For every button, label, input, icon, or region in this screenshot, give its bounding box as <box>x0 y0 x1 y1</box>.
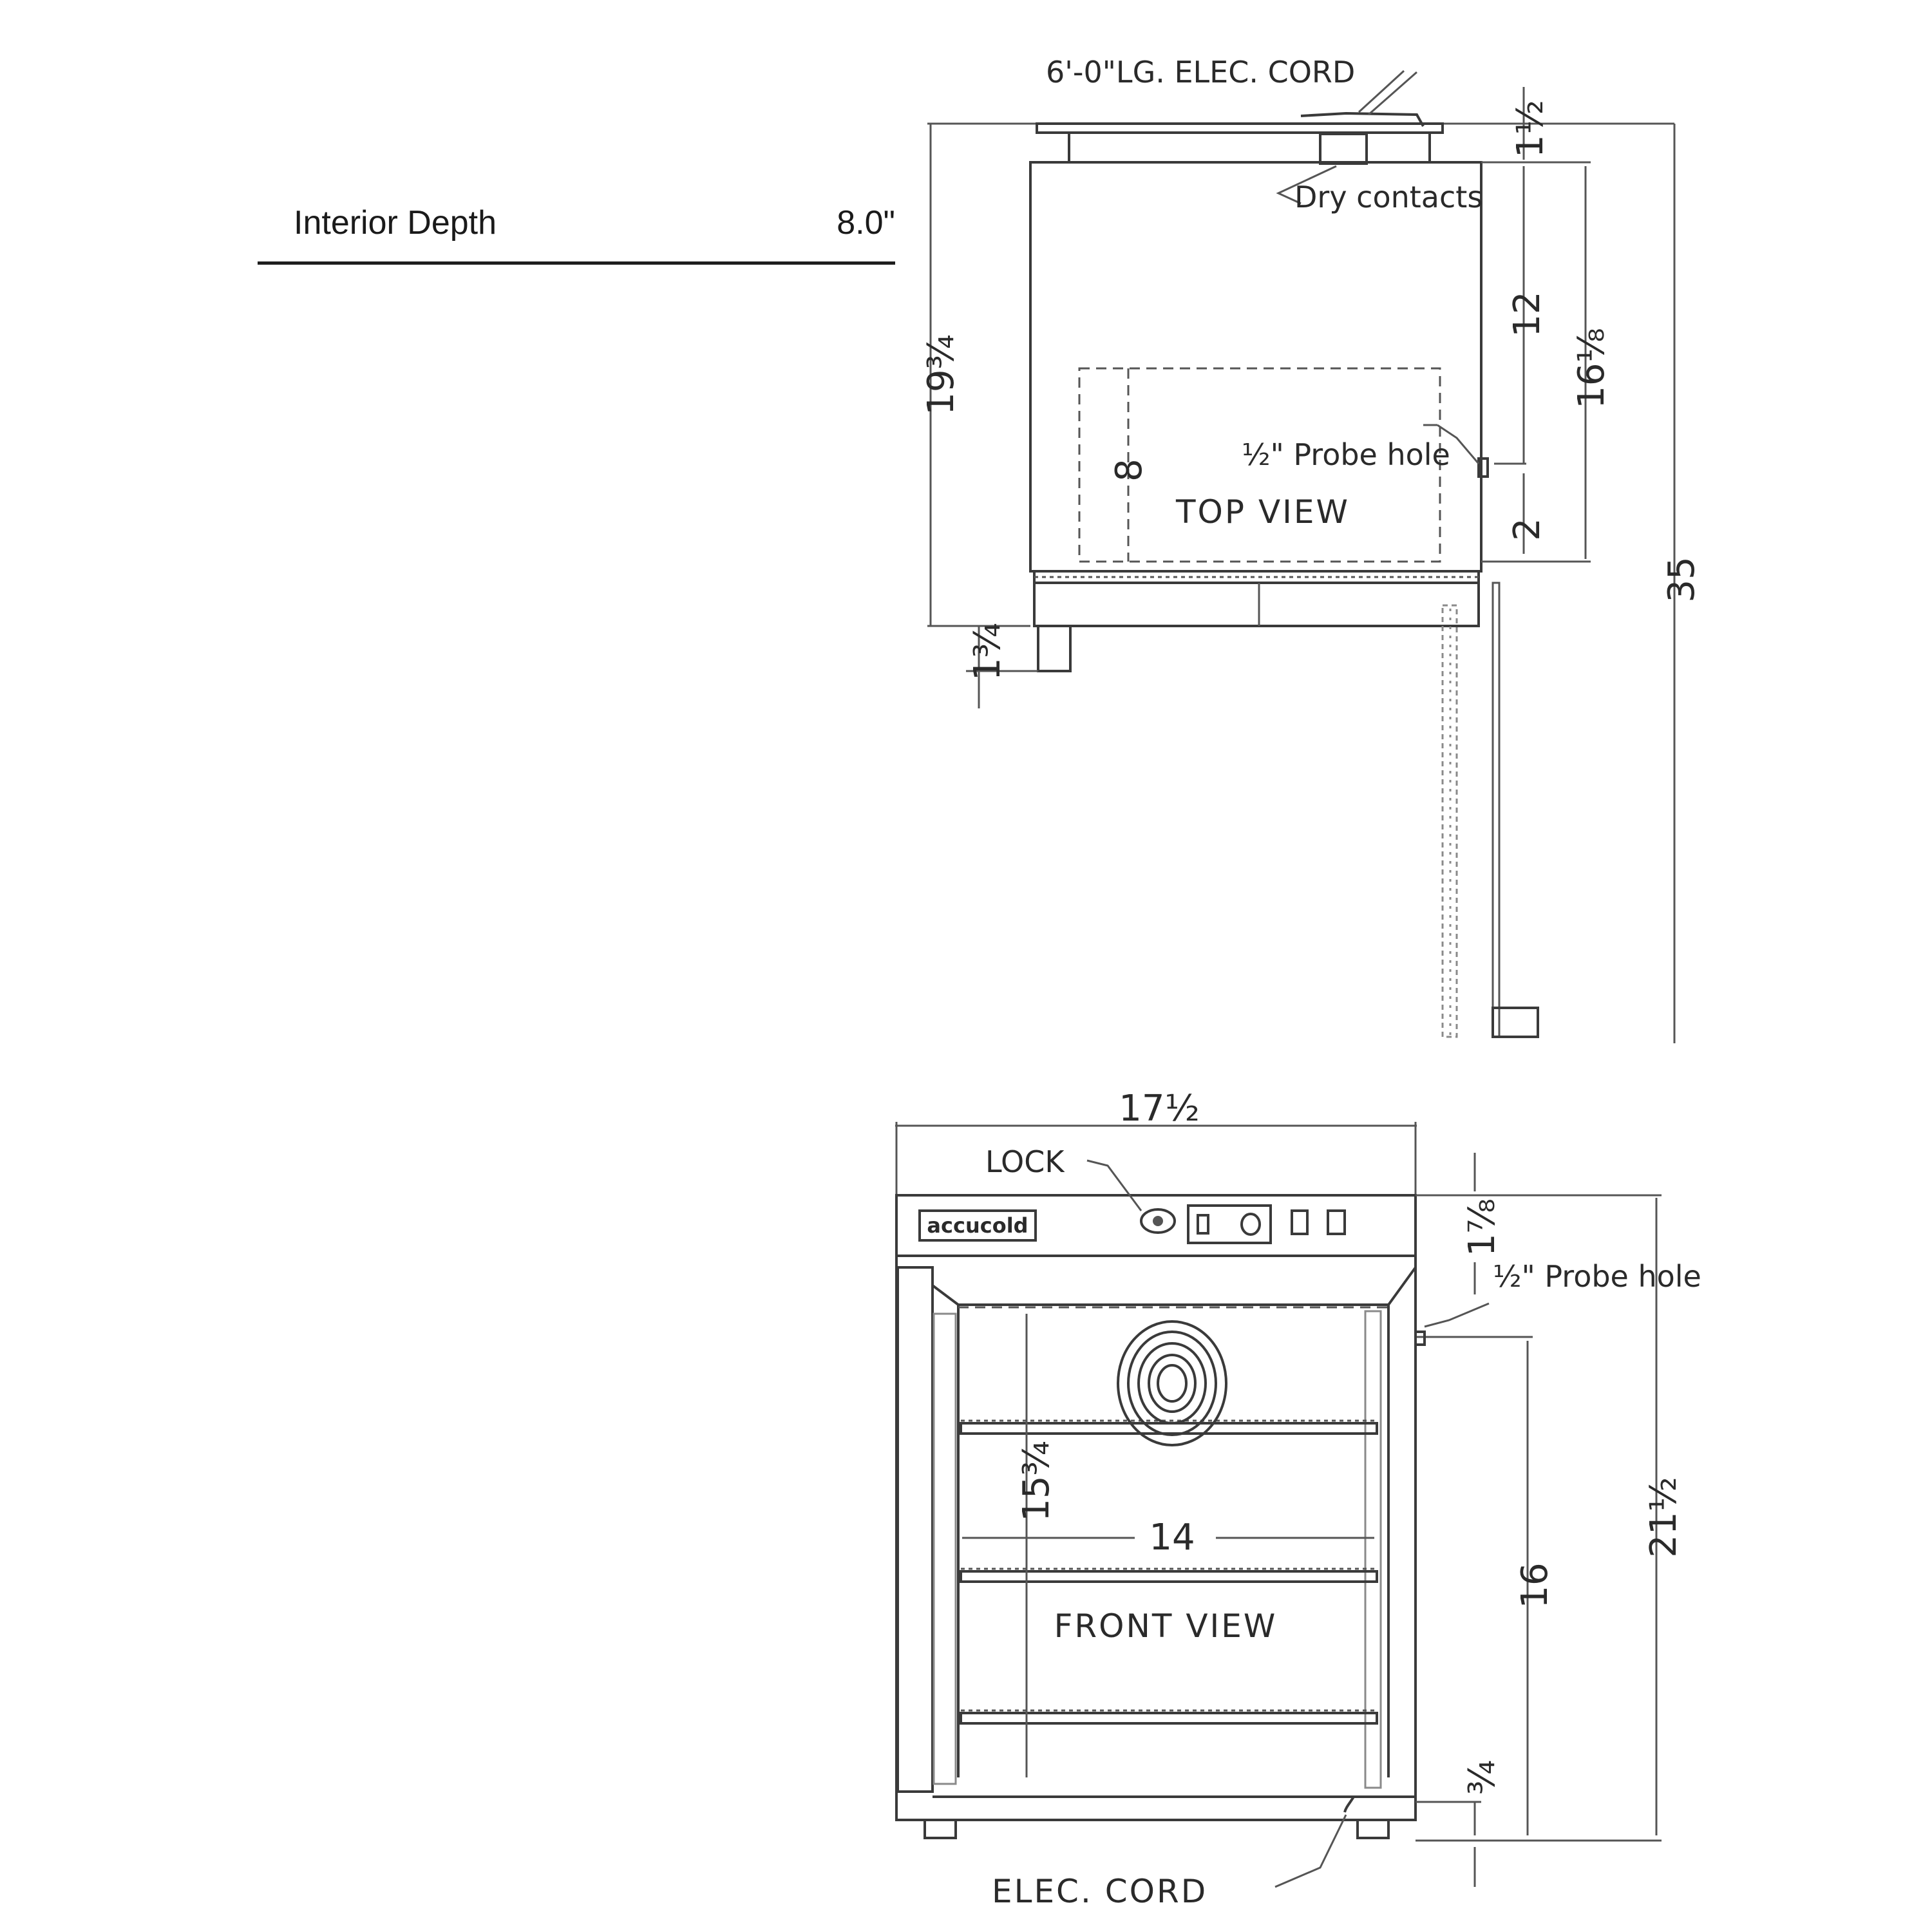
spec-label: Interior Depth <box>294 204 497 242</box>
dim-probe-height: 16 <box>1514 1562 1556 1608</box>
switch-icon <box>1291 1209 1309 1235</box>
cord-label: 6'-0"LG. ELEC. CORD <box>1046 55 1355 90</box>
elec-cord-label: ELEC. CORD <box>992 1873 1208 1910</box>
front-view-title: FRONT VIEW <box>1054 1607 1278 1645</box>
top-view-diagram <box>927 70 1676 1043</box>
brand-badge <box>918 1209 1037 1242</box>
dim-door-swing: 35 <box>1661 556 1703 602</box>
dry-contacts-label: Dry contacts <box>1294 180 1482 214</box>
top-view-title: TOP VIEW <box>1175 493 1350 531</box>
dim-body-depth: 16⅛ <box>1571 328 1613 409</box>
dim-interior-height: 15¾ <box>1016 1441 1057 1522</box>
fan-icon <box>1117 1320 1227 1446</box>
dim-leg: ¾ <box>1461 1760 1503 1795</box>
switch-icon <box>1327 1209 1346 1235</box>
lock-icon <box>1140 1208 1176 1234</box>
lock-label: LOCK <box>985 1144 1065 1179</box>
brand-label: accucold <box>927 1213 1028 1238</box>
front-view-diagram <box>895 1122 1662 1888</box>
dim-interior-width: 14 <box>1149 1517 1195 1558</box>
front-probe-hole-label: ½" Probe hole <box>1493 1259 1701 1294</box>
display-panel <box>1187 1204 1272 1244</box>
dim-width: 17½ <box>1119 1088 1200 1130</box>
dim-bottom-offset: 1¾ <box>967 623 1009 681</box>
dim-top-strip: 1⅞ <box>1461 1198 1503 1256</box>
spec-value: 8.0" <box>837 204 895 242</box>
spec-row-interior-depth: Interior Depth 8.0" <box>258 191 895 265</box>
dim-probe-offset: 2 <box>1506 518 1548 541</box>
dim-overall-depth: 19¾ <box>920 334 962 415</box>
top-probe-hole-label: ½" Probe hole <box>1242 437 1450 472</box>
dim-top-offset: 1½ <box>1510 100 1551 158</box>
dim-interior: 8 <box>1108 459 1150 482</box>
dim-twelve: 12 <box>1506 291 1548 337</box>
dim-overall-height: 21½ <box>1643 1477 1685 1558</box>
